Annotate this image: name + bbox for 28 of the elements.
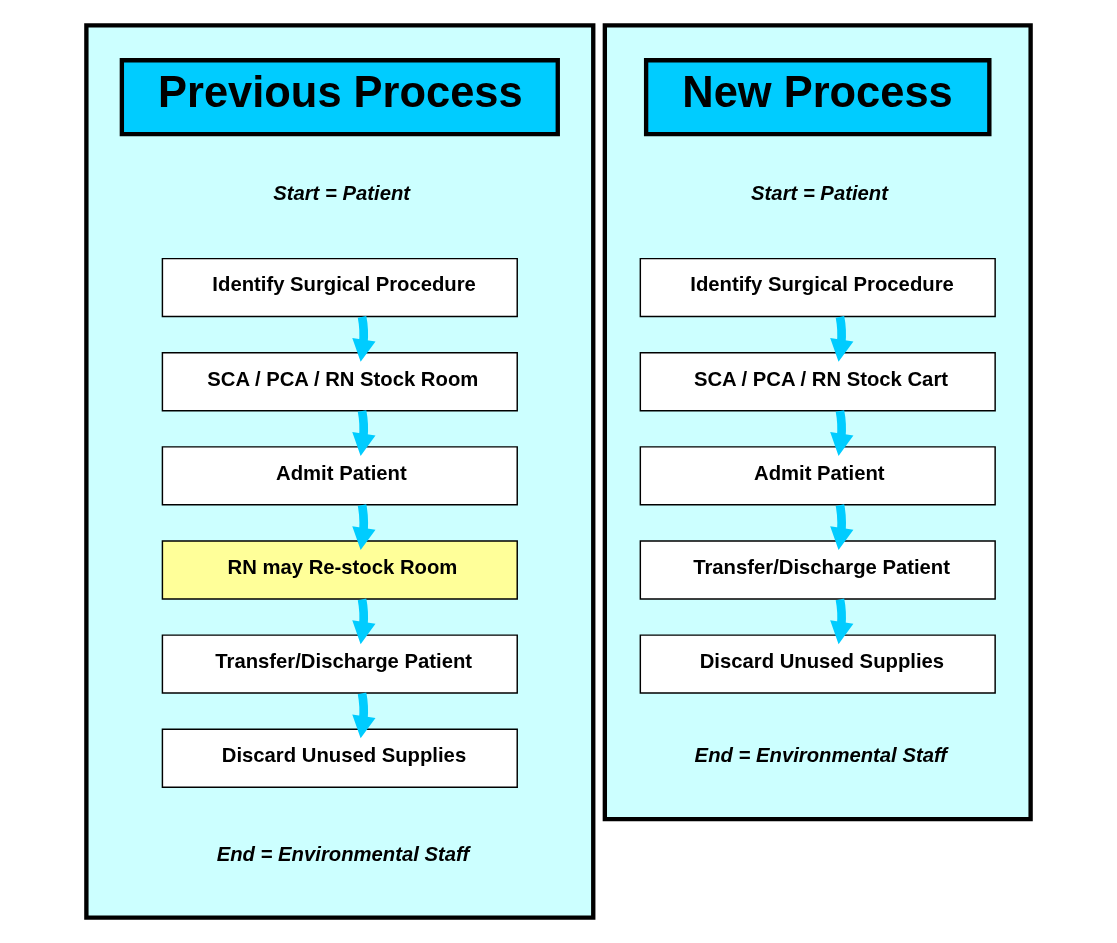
node-box: Admit Patient (161, 446, 518, 506)
arrow (830, 598, 854, 645)
node-text: End = Environmental Staff (694, 744, 948, 767)
node-box: RN may Re-stock Room (161, 540, 518, 600)
arrow (352, 410, 376, 456)
cluster (602, 23, 1033, 822)
node-text: Start = Patient (751, 182, 888, 205)
node-box: Previous Process (119, 58, 560, 137)
node-box: SCA / PCA / RN Stock Room (161, 352, 518, 412)
node-box: SCA / PCA / RN Stock Cart (639, 352, 996, 412)
node-box: Transfer/Discharge Patient (161, 634, 518, 694)
arrow (830, 410, 854, 456)
node-box: Identify Surgical Procedure (639, 257, 996, 318)
node-text: Start = Patient (273, 182, 411, 205)
arrow (352, 598, 376, 645)
node-box: Discard Unused Supplies (161, 728, 518, 788)
node-box: Discard Unused Supplies (639, 634, 996, 694)
arrow (352, 316, 376, 362)
node-box: Admit Patient (639, 446, 996, 506)
arrow (830, 316, 854, 362)
node-box: Transfer/Discharge Patient (639, 540, 996, 600)
node-text: End = Environmental Staff (216, 842, 470, 865)
node-box: New Process (643, 58, 992, 137)
node-box: Identify Surgical Procedure (161, 257, 518, 318)
arrow (352, 692, 376, 739)
arrow (352, 504, 376, 551)
arrow (830, 504, 854, 551)
cluster (84, 23, 596, 920)
